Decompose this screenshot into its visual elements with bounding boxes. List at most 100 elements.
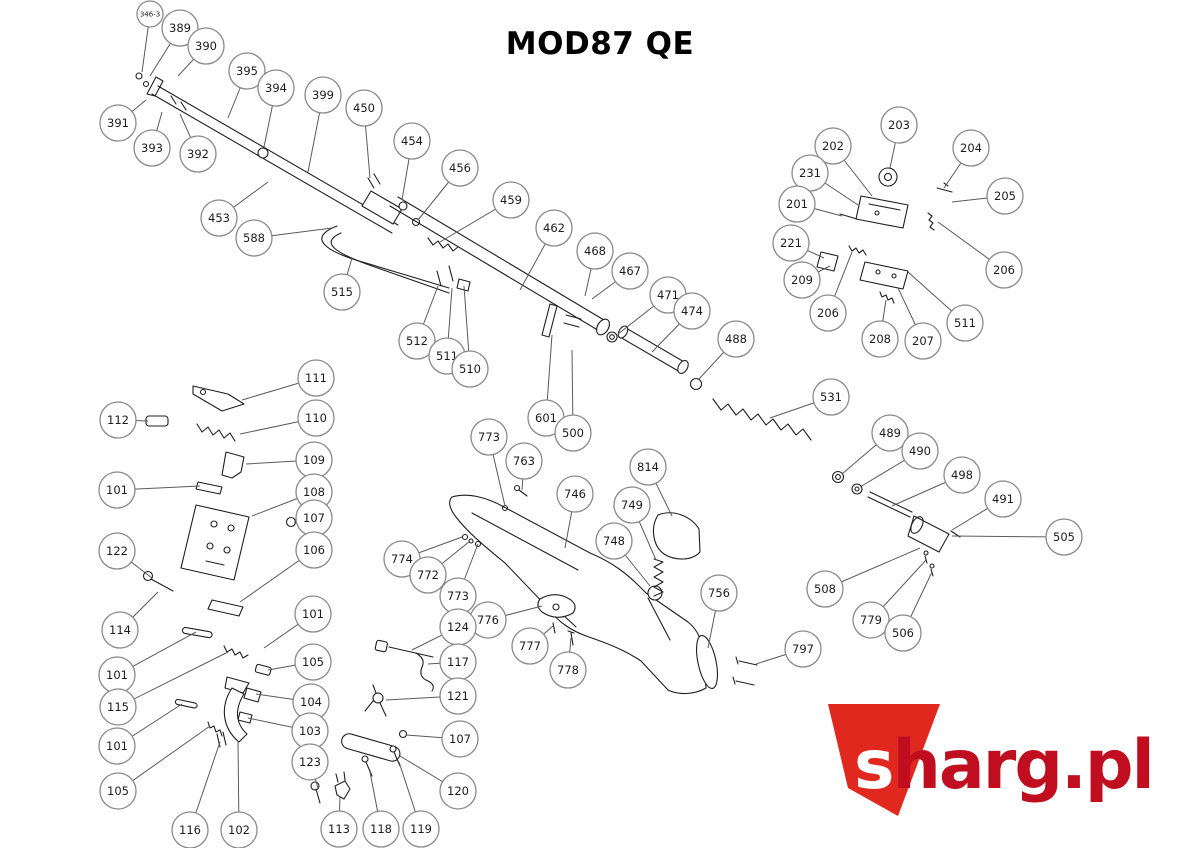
callout-label-231: 231: [799, 166, 821, 180]
callout-circle-399: [304, 76, 342, 114]
callout-391: 391: [99, 104, 137, 142]
callout-circle-459: [492, 181, 530, 219]
callout-circle-797: [784, 630, 822, 668]
callout-201: 201: [778, 185, 816, 223]
callout-circle-512: [398, 322, 436, 360]
callout-label-515: 515: [331, 285, 353, 299]
callout-circle-746: [556, 475, 594, 513]
callout-label-456: 456: [449, 161, 471, 175]
callout-511: 511: [946, 304, 984, 342]
callout-102: 102: [220, 811, 258, 848]
callout-circle-515: [323, 273, 361, 311]
callout-label-204: 204: [960, 141, 982, 155]
callout-label-109: 109: [303, 453, 325, 467]
callout-814: 814: [629, 448, 667, 486]
callout-circle-777: [511, 627, 549, 665]
callout-506: 506: [884, 614, 922, 652]
callout-490: 490: [901, 432, 939, 470]
callout-circle-773: [470, 418, 508, 456]
callout-779: 779: [852, 601, 890, 639]
callout-label-111: 111: [305, 371, 327, 385]
callout-circle-207: [904, 322, 942, 360]
callout-206: 206: [809, 294, 847, 332]
callout-label-112: 112: [107, 413, 129, 427]
callout-488: 488: [717, 320, 755, 358]
callout-label-206: 206: [993, 263, 1015, 277]
callout-circle-208: [861, 320, 899, 358]
callout-508: 508: [806, 570, 844, 608]
callout-circle-498: [943, 456, 981, 494]
callout-203: 203: [880, 106, 918, 144]
callout-label-468: 468: [584, 244, 606, 258]
callout-label-124: 124: [447, 620, 469, 634]
callout-123: 123: [291, 743, 329, 781]
callout-label-392: 392: [187, 147, 209, 161]
callout-label-390: 390: [195, 39, 217, 53]
callout-label-399: 399: [312, 88, 334, 102]
callout-346-3: 346-3: [136, 0, 164, 28]
callout-circle-202: [814, 127, 852, 165]
callout-107: 107: [295, 499, 333, 537]
callout-label-500: 500: [562, 426, 584, 440]
callout-label-393: 393: [141, 141, 163, 155]
callout-circle-105: [99, 772, 137, 810]
callout-circle-510: [451, 350, 489, 388]
callout-450: 450: [345, 89, 383, 127]
callout-107: 107: [441, 720, 479, 758]
callout-101: 101: [294, 595, 332, 633]
callout-circle-206: [809, 294, 847, 332]
callout-circle-201: [778, 185, 816, 223]
callout-label-105: 105: [107, 784, 129, 798]
callout-circle-467: [611, 252, 649, 290]
callout-label-104: 104: [300, 695, 322, 709]
callout-119: 119: [402, 810, 440, 848]
callout-392: 392: [179, 135, 217, 173]
callout-circle-394: [257, 69, 295, 107]
callout-498: 498: [943, 456, 981, 494]
callout-circle-389: [161, 9, 199, 47]
callout-label-121: 121: [447, 689, 469, 703]
callout-label-116: 116: [179, 823, 201, 837]
callout-label-773: 773: [478, 430, 500, 444]
callout-circle-508: [806, 570, 844, 608]
callout-label-772: 772: [417, 568, 439, 582]
callout-label-474: 474: [681, 304, 703, 318]
callout-209: 209: [783, 261, 821, 299]
callout-circle-456: [441, 149, 479, 187]
callout-204: 204: [952, 129, 990, 167]
callout-label-394: 394: [265, 81, 287, 95]
exploded-parts-drawing: [135, 72, 961, 804]
callout-label-773: 773: [447, 589, 469, 603]
callout-circle-390: [187, 27, 225, 65]
callout-label-746: 746: [564, 487, 586, 501]
callout-label-123: 123: [299, 755, 321, 769]
callout-label-601: 601: [535, 411, 557, 425]
callout-124: 124: [439, 608, 477, 646]
leader-line-105: [117, 725, 211, 792]
callout-label-510: 510: [459, 362, 481, 376]
callout-label-467: 467: [619, 264, 641, 278]
callout-label-346-3: 346-3: [140, 11, 160, 19]
callout-circle-204: [952, 129, 990, 167]
callout-circle-101: [98, 727, 136, 765]
callout-circle-111: [297, 359, 335, 397]
callout-label-114: 114: [109, 623, 131, 637]
callout-389: 389: [161, 9, 199, 47]
callout-label-512: 512: [406, 334, 428, 348]
callout-label-508: 508: [814, 582, 836, 596]
callout-label-207: 207: [912, 334, 934, 348]
callout-circle-205: [986, 177, 1024, 215]
callout-label-113: 113: [328, 822, 350, 836]
callout-label-115: 115: [107, 700, 129, 714]
callout-467: 467: [611, 252, 649, 290]
callout-circle-511: [946, 304, 984, 342]
callout-label-391: 391: [107, 116, 129, 130]
callout-462: 462: [535, 209, 573, 247]
callout-circle-102: [220, 811, 258, 848]
callout-circle-506: [884, 614, 922, 652]
callout-circle-531: [812, 378, 850, 416]
callout-110: 110: [297, 399, 335, 437]
callout-121: 121: [439, 677, 477, 715]
callout-748: 748: [595, 522, 633, 560]
